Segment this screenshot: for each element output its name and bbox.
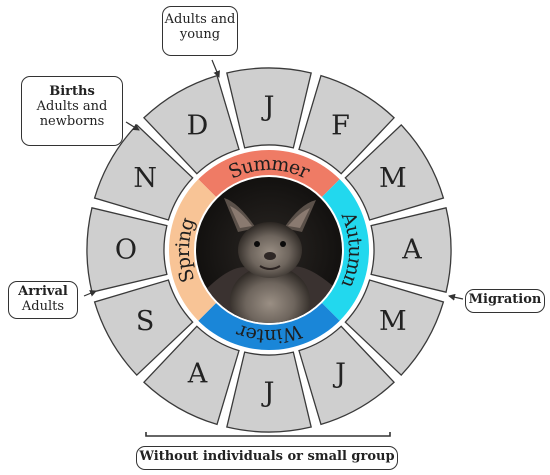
month-segment [344,124,445,221]
month-label: M [379,163,407,194]
month-label: O [115,235,137,266]
bottom-callout: Without individuals or small group [136,446,398,470]
month-label: N [133,163,157,194]
births-callout: Births Adults and newborns [21,76,123,146]
month-segment [298,74,395,175]
arrival-callout-line1: Adults [21,298,65,314]
migration-callout-arrow [448,293,464,301]
births-callout-arrow [125,121,140,131]
month-label: J [261,378,275,409]
births-callout-line1: Adults and [36,98,108,114]
bat-photo-icon [194,175,344,325]
season-band-winter [198,302,340,350]
season-band-summer [198,150,340,198]
top-callout: Adults and young [162,6,238,56]
month-segment [226,67,312,149]
month-segment [370,207,452,293]
month-segment [93,279,194,376]
month-segment [143,325,240,426]
arrival-callout-arrow [83,290,97,297]
top-callout-line2: young [179,26,221,42]
season-band-spring [169,179,217,321]
top-callout-line1: Adults and [164,12,236,27]
callout-arrows [83,59,464,301]
migration-callout-title: Migration [468,292,542,307]
births-callout-line2: newborns [39,113,105,129]
arrival-callout: Arrival Adults [8,281,78,319]
month-label: A [187,358,208,389]
top-callout-arrow [211,59,220,78]
month-label: J [261,92,275,123]
month-segment [298,325,395,426]
month-label: J [332,358,346,389]
arrival-callout-title: Arrival [18,284,68,299]
season-band-autumn [321,179,369,321]
bottom-callout-label: Without individuals or small group [139,449,395,464]
month-label: F [331,111,350,142]
month-label: D [187,111,209,142]
month-label: A [401,235,422,266]
bottom-bracket [145,432,391,437]
migration-callout: Migration [465,289,545,313]
month-label: S [136,306,155,337]
month-label: M [379,306,407,337]
month-segment [226,351,312,433]
births-callout-title: Births [49,84,95,99]
month-segment [344,279,445,376]
month-segment [86,207,168,293]
